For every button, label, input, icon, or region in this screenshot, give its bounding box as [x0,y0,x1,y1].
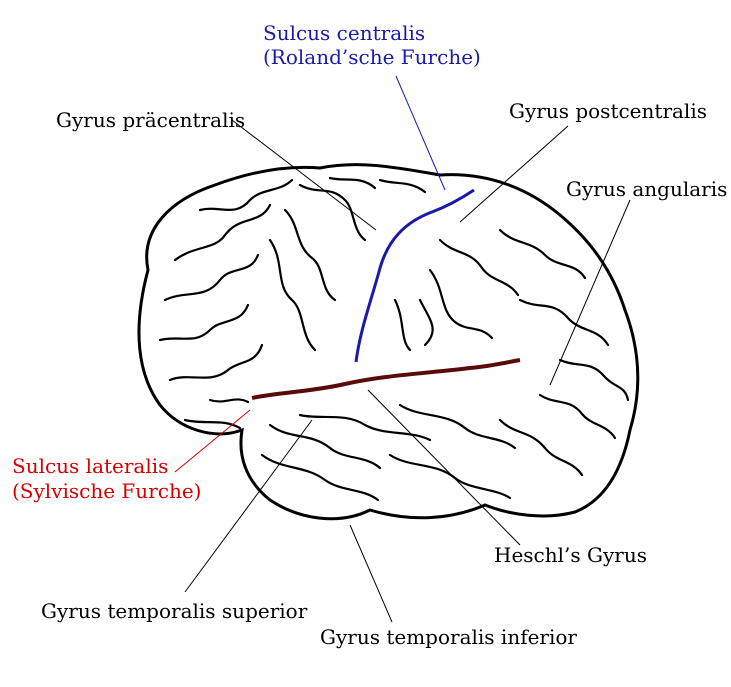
gyri-folds [158,176,630,502]
leader-gyrus-temporalis-superior [184,419,313,593]
leader-lines [184,119,631,623]
label-gyrus-temporalis-inferior: Gyrus temporalis inferior [320,625,577,649]
label-heschl-gyrus: Heschl’s Gyrus [494,543,647,567]
lateral-sulcus-line [251,358,521,400]
central-sulcus-line [354,188,475,363]
brain-outline [137,163,640,521]
label-gyrus-angularis: Gyrus angularis [566,177,728,201]
leader-sulcus-lateralis [174,409,251,473]
leader-sulcus-centralis [395,75,446,191]
leader-gyrus-temporalis-inferior [349,524,393,623]
label-gyrus-postcentralis: Gyrus postcentralis [509,99,707,123]
leader-heschl [367,389,521,546]
leader-gyrus-praecentralis [231,119,377,231]
label-sulcus-lateralis-alt: (Sylvische Furche) [12,479,202,503]
leader-gyrus-angularis [549,199,631,386]
label-sulcus-centralis: Sulcus centralis [263,21,426,45]
leader-gyrus-postcentralis [459,125,569,223]
label-gyrus-temporalis-superior: Gyrus temporalis superior [41,599,308,623]
label-gyrus-praecentralis: Gyrus präcentralis [56,108,246,132]
label-sulcus-centralis-alt: (Roland’sche Furche) [263,45,481,69]
label-sulcus-lateralis: Sulcus lateralis [12,454,169,478]
